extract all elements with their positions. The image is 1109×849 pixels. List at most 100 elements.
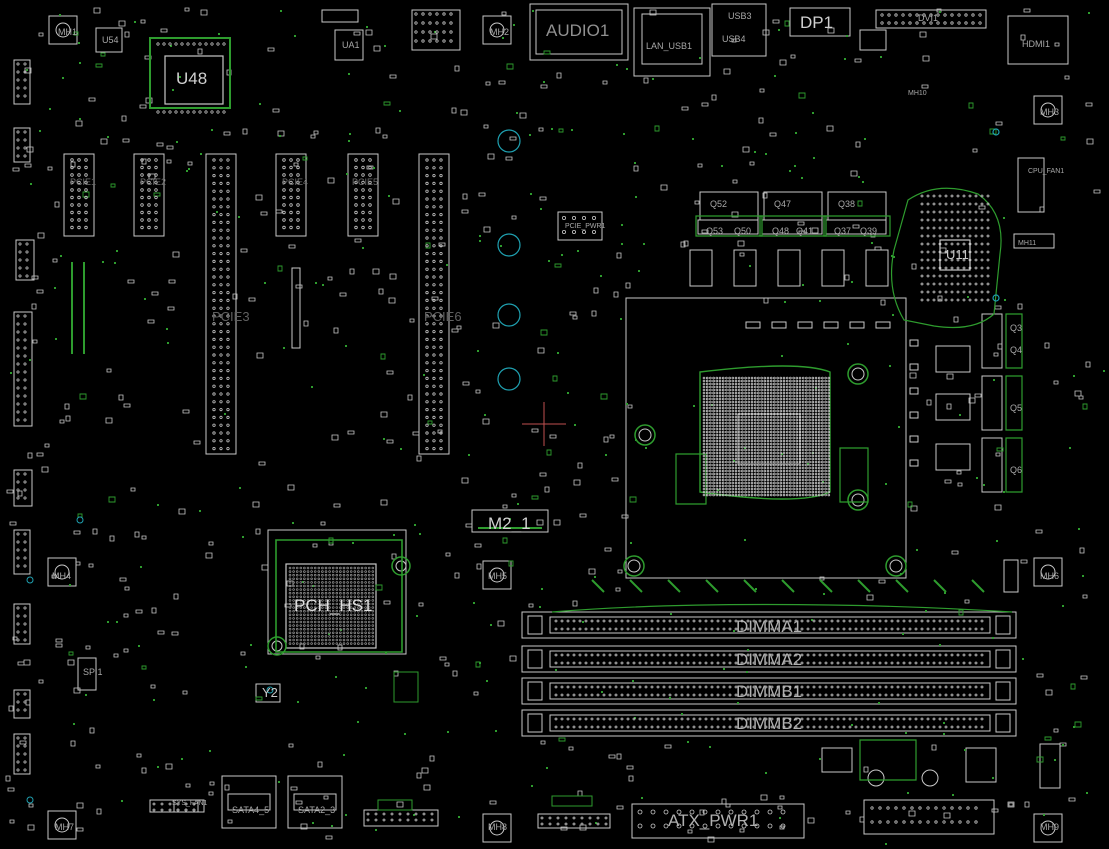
label-q37: Q37 [834, 226, 852, 236]
mount-hole-2 [482, 15, 512, 45]
socket-cap-top-3 [823, 321, 839, 329]
label-mh3: MH3 [1040, 107, 1060, 117]
u48-pad [149, 37, 231, 109]
header-top-2 [411, 9, 461, 51]
pcie-x16-pins-2 [425, 158, 443, 451]
dimm-latch-r-1 [995, 615, 1011, 635]
mount-hole-ring-6 [1040, 564, 1056, 580]
left-header-pins-5 [16, 472, 27, 500]
pcie-x1-slot-3 [275, 153, 307, 237]
right-q-cu-2 [1005, 437, 1023, 493]
mount-hole-5 [482, 560, 512, 590]
left-header-pins-1 [16, 62, 27, 98]
via-0 [497, 129, 521, 153]
label-q47: Q47 [774, 199, 792, 209]
label-sys-fan: SYS_FAN1 [172, 800, 208, 807]
via-5 [992, 294, 1000, 302]
right-q-2 [981, 437, 1003, 493]
bottom-header-pins-0 [366, 812, 434, 822]
right-q-1 [981, 375, 1003, 431]
socket-cap-right-3 [909, 411, 919, 419]
pch-hs-hole-0 [395, 560, 407, 572]
label-pcie3: PCIE3 [212, 309, 250, 324]
socket-cap-top-5 [875, 321, 891, 329]
mount-hole-8 [482, 813, 512, 843]
mount-hole-ring-7 [54, 817, 70, 833]
dimm-slot-inner-4 [549, 714, 991, 732]
pch-hs-ring-0 [391, 556, 411, 576]
label-audio: AUDIO1 [546, 21, 610, 40]
label-u48: U48 [176, 69, 208, 88]
label-q4: Q4 [1010, 345, 1023, 355]
mount-hole-7 [47, 810, 77, 840]
socket-cap-right-4 [909, 435, 919, 443]
socket-cap-right-0 [909, 339, 919, 347]
left-header-pins-6 [16, 532, 27, 568]
via-2 [497, 303, 521, 327]
label-pcie2: PCIE2 [140, 177, 167, 187]
mount-hole-ring-8 [489, 820, 505, 836]
atx-power-connector [631, 803, 805, 839]
vrm-choke-1 [733, 249, 757, 287]
label-hdmi: HDMI1 [1022, 39, 1051, 49]
dimm-pins-1 [554, 619, 984, 631]
mount-hole-6 [1033, 557, 1063, 587]
pin-arrays [16, 12, 990, 829]
label-dimma2: DIMMA2 [736, 650, 803, 669]
dimm-slot-2 [521, 645, 1017, 673]
right-choke-2 [935, 443, 971, 471]
right-choke-0 [935, 345, 971, 373]
dimm-latch-r-2 [995, 649, 1011, 669]
mount-hole-ring-2 [489, 22, 505, 38]
mount-hole-ring-1 [55, 22, 71, 38]
label-sata45: SATA4_5 [232, 805, 270, 815]
sata-connector-0 [221, 775, 277, 829]
cpu-lga-pins [702, 376, 831, 497]
u11-copper [890, 187, 1002, 329]
buzzer [867, 769, 885, 787]
label-sata23: SATA2_3 [298, 805, 336, 815]
diag-traces [591, 579, 985, 593]
bottom-cap [821, 747, 853, 773]
via-small-2 [76, 516, 84, 524]
label-mh11: MH11 [1018, 240, 1037, 247]
y2-crystal [255, 683, 281, 703]
cpu-mount-ring-1 [634, 424, 656, 446]
left-header-8 [13, 689, 31, 719]
cpu-fan-header [1017, 157, 1045, 213]
pch-hs-ring-1 [267, 636, 287, 656]
cpu-mount-hole-3 [851, 493, 865, 507]
pch-hs-hole-1 [271, 640, 283, 652]
label-q50: Q50 [734, 226, 752, 236]
header-top-1 [321, 9, 359, 23]
label-q3: Q3 [1010, 323, 1023, 333]
sata-inner-1 [293, 793, 337, 811]
bottom-header-0 [363, 809, 439, 827]
label-lan: LAN_USB1 [646, 41, 693, 51]
mount-hole-ring-9 [1040, 820, 1056, 836]
label-q39: Q39 [860, 226, 878, 236]
vrm-choke-4 [865, 249, 889, 287]
label-dimmb1: DIMMB1 [736, 682, 803, 701]
bottom-header-1 [537, 813, 611, 829]
label-mh1: MH1 [58, 27, 78, 37]
dvi-pins [880, 13, 982, 25]
cpu-socket-outline [625, 297, 907, 579]
mount-hole-4 [47, 557, 77, 587]
mounting-vias [26, 128, 1000, 804]
cpu-mount-ring-3 [847, 489, 869, 511]
vrm-q-bottom-0 [697, 219, 759, 235]
pch-ball-grid [288, 566, 375, 645]
label-pcie-pwr: PCIE_PWR1 [565, 223, 606, 230]
front-panel-header [863, 799, 995, 835]
battery-header [393, 671, 419, 703]
usb-connector [711, 3, 767, 57]
via-small-0 [26, 796, 34, 804]
pcie-x1-slot-4 [347, 153, 379, 237]
cpu-mount-hole-1 [638, 428, 652, 442]
hdmi-aux [859, 29, 887, 51]
dimm-latch-l-2 [527, 649, 543, 669]
pch-body [285, 563, 377, 649]
left-header-6 [13, 529, 31, 575]
